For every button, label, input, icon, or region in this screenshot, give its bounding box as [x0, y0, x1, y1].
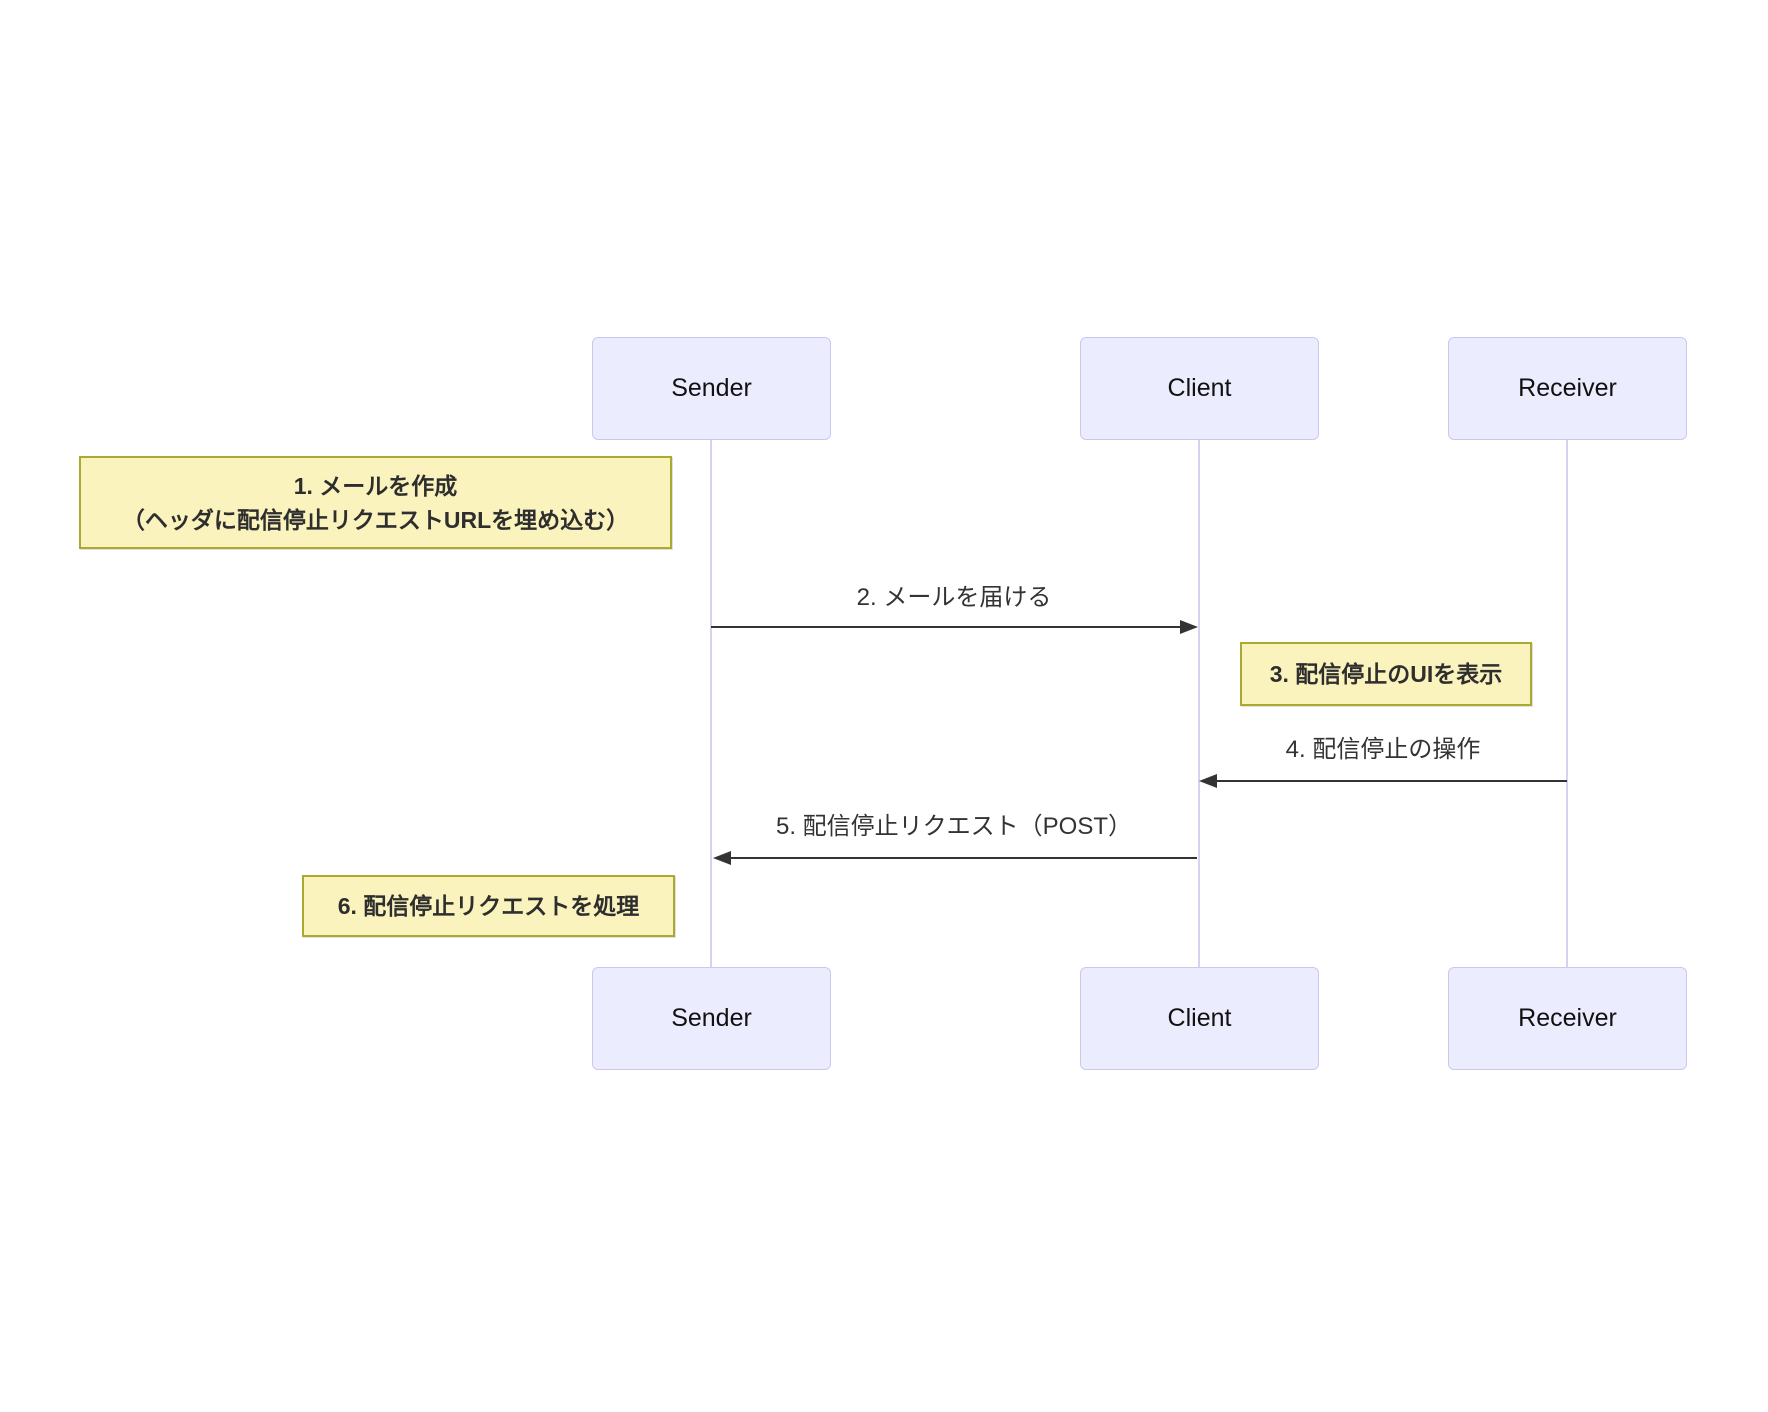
actor-sender-top-label: Sender — [671, 374, 752, 402]
message-5-line — [729, 857, 1197, 859]
note-6: 6. 配信停止リクエストを処理 — [302, 875, 675, 937]
message-4-line — [1215, 780, 1567, 782]
note-3-line-1: 3. 配信停止のUIを表示 — [1269, 661, 1503, 687]
note-1-line-2: （ヘッダに配信停止リクエストURLを埋め込む） — [121, 506, 630, 533]
note-1: 1. メールを作成 （ヘッダに配信停止リクエストURLを埋め込む） — [79, 456, 672, 549]
actor-client-top: Client — [1080, 337, 1319, 440]
actor-client-bottom-label: Client — [1167, 1004, 1232, 1032]
actor-receiver-bottom: Receiver — [1448, 967, 1687, 1070]
actor-receiver-top: Receiver — [1448, 337, 1687, 440]
note-6-line-1: 6. 配信停止リクエストを処理 — [337, 893, 640, 919]
message-2-arrowhead-icon — [1180, 620, 1198, 634]
lifeline-receiver — [1566, 440, 1568, 967]
message-4-arrowhead-icon — [1199, 774, 1217, 788]
message-2-label: 2. メールを届ける — [856, 584, 1052, 611]
actor-sender-top: Sender — [592, 337, 831, 440]
message-4-label: 4. 配信停止の操作 — [1285, 736, 1481, 763]
actor-client-top-label: Client — [1167, 374, 1232, 402]
message-5-label: 5. 配信停止リクエスト（POST） — [775, 813, 1133, 840]
message-2-line — [711, 626, 1181, 628]
actor-sender-bottom: Sender — [592, 967, 831, 1070]
message-5-arrowhead-icon — [713, 851, 731, 865]
lifeline-client — [1198, 440, 1200, 967]
lifeline-sender — [710, 440, 712, 967]
actor-sender-bottom-label: Sender — [671, 1004, 752, 1032]
note-1-line-1: 1. メールを作成 — [293, 472, 458, 499]
note-3: 3. 配信停止のUIを表示 — [1240, 642, 1532, 706]
actor-client-bottom: Client — [1080, 967, 1319, 1070]
actor-receiver-top-label: Receiver — [1518, 374, 1617, 402]
actor-receiver-bottom-label: Receiver — [1518, 1004, 1617, 1032]
